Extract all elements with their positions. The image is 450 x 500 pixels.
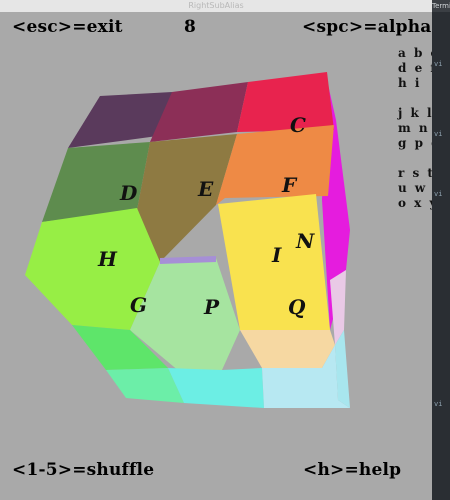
terminal-line: vi <box>434 190 443 198</box>
tile-olive-green[interactable] <box>42 142 150 222</box>
tile-orange[interactable] <box>216 125 334 205</box>
tile-yellow[interactable] <box>218 194 330 330</box>
cube-edge-lavender <box>330 270 346 345</box>
tile-cyan[interactable] <box>168 368 264 408</box>
cube-letter-d: D <box>119 181 138 205</box>
tile-brown[interactable] <box>137 134 237 262</box>
help-hint: <h>=help <box>303 460 402 480</box>
alphabet-row: a b c <box>398 46 432 60</box>
terminal-line: vi <box>434 60 443 68</box>
terminal-window-edge[interactable]: Termin vi vi vi vi <box>432 0 450 500</box>
cube-edge-cyan <box>335 330 350 408</box>
shuffle-hint: <1-5>=shuffle <box>12 460 155 480</box>
cube-letter-h: H <box>97 247 118 271</box>
alphabet-row: m n <box>398 121 430 135</box>
cube-letter-i: I <box>271 243 282 267</box>
alpha-hint: <spc>=alpha <box>302 17 432 37</box>
window-title: RightSubAlias <box>188 1 244 10</box>
alphabet-legend: a b c d e f h i j k l m n g p q r s t u … <box>398 46 432 211</box>
tile-dark-purple[interactable] <box>68 92 172 148</box>
cube-letter-p: P <box>203 295 220 319</box>
terminal-line: vi <box>434 400 443 408</box>
tile-maroon[interactable] <box>150 82 248 142</box>
move-counter: 8 <box>184 17 197 37</box>
tile-teal[interactable] <box>106 368 184 403</box>
terminal-tab[interactable]: Termin <box>432 0 450 12</box>
game-canvas[interactable]: <esc>=exit 8 <spc>=alpha <1-5>=shuffle <… <box>0 12 432 500</box>
cube-letter-q: Q <box>288 295 306 319</box>
tile-lime[interactable] <box>25 208 160 330</box>
cube-letter-n: N <box>295 229 315 253</box>
window-titlebar: RightSubAlias <box>0 0 432 12</box>
tile-lavender-strip <box>160 256 216 264</box>
alphabet-row: h i <box>398 76 422 90</box>
alphabet-row: u w <box>398 181 428 195</box>
cube-letter-e: E <box>197 177 214 201</box>
exit-hint: <esc>=exit <box>12 17 123 37</box>
alphabet-row: r s t <box>398 166 432 180</box>
alphabet-row: o x y <box>398 196 432 210</box>
alphabet-row: d e f <box>398 61 432 75</box>
alphabet-row: g p q <box>398 136 432 150</box>
alphabet-row: j k l <box>398 106 432 120</box>
tile-mint[interactable] <box>130 258 240 372</box>
tile-light-cyan[interactable] <box>262 345 350 408</box>
terminal-line: vi <box>434 130 443 138</box>
cube-letter-g: G <box>130 293 147 317</box>
cube-letter-f: F <box>281 173 298 197</box>
tile-crimson[interactable] <box>237 72 334 132</box>
cube-puzzle[interactable]: C D E F H I N G P Q <box>0 12 432 500</box>
tile-green[interactable] <box>72 325 168 370</box>
tile-pale-orange[interactable] <box>240 330 335 368</box>
cube-letter-c: C <box>290 113 306 137</box>
